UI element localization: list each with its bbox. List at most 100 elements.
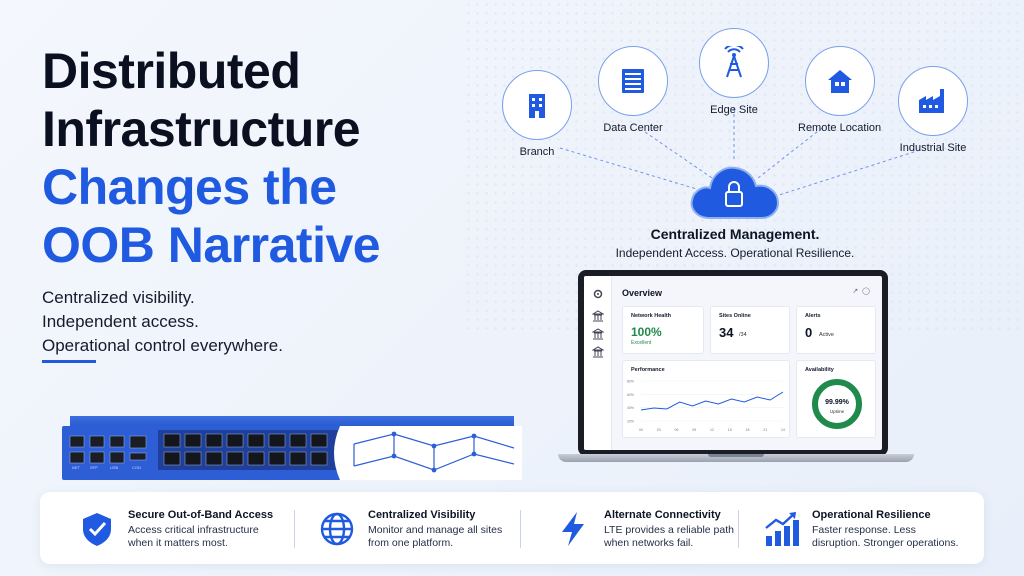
availability-caption: Uptime bbox=[829, 409, 845, 414]
house-icon bbox=[827, 70, 852, 93]
ethernet-port bbox=[268, 433, 286, 448]
headline: Distributed Infrastructure Changes the O… bbox=[42, 42, 462, 274]
management-subtitle: Independent Access. Operational Resilien… bbox=[615, 246, 855, 260]
tower-icon bbox=[724, 46, 744, 78]
card-alerts[interactable]: Alerts 0 Active bbox=[796, 306, 876, 354]
node-remote-location-label: Remote Location bbox=[798, 122, 882, 134]
svg-text:NET: NET bbox=[72, 465, 81, 470]
ethernet-port bbox=[163, 433, 181, 448]
switch-front-panel: NET SFP USB CON bbox=[62, 426, 522, 480]
performance-series-line bbox=[640, 391, 784, 411]
feature-operational-resilience-title: Operational Resilience bbox=[812, 509, 931, 521]
ethernet-port bbox=[247, 451, 265, 466]
ethernet-port bbox=[184, 451, 202, 466]
dashboard-sidebar bbox=[584, 276, 612, 450]
availability-donut bbox=[812, 379, 862, 429]
laptop-notch bbox=[708, 454, 764, 457]
network-switch: NET SFP USB CON bbox=[62, 416, 522, 480]
x-tick-label: 12 bbox=[710, 428, 714, 432]
ethernet-port bbox=[184, 433, 202, 448]
globe-icon bbox=[320, 512, 354, 546]
ethernet-port-block bbox=[158, 430, 342, 470]
feature-alternate-connectivity-title: Alternate Connectivity bbox=[604, 509, 721, 521]
ethernet-port bbox=[289, 433, 307, 448]
server-rack-icon bbox=[622, 69, 644, 93]
share-icon[interactable]: ↗ bbox=[852, 288, 859, 295]
node-data-center-circle bbox=[598, 46, 668, 116]
feature-divider bbox=[520, 510, 521, 548]
x-tick-label: 00 bbox=[639, 428, 643, 432]
ethernet-port bbox=[268, 451, 286, 466]
card-network-health[interactable]: Network Health 100% Excellent bbox=[622, 306, 704, 354]
dashboard: Overview ↗ ◯ Network Health 100% Excelle… bbox=[584, 276, 882, 450]
gear-icon[interactable] bbox=[592, 288, 604, 300]
node-industrial-site: Industrial Site bbox=[898, 66, 968, 154]
x-tick-label: 21 bbox=[763, 428, 767, 432]
laptop-screen: Overview ↗ ◯ Network Health 100% Excelle… bbox=[578, 270, 888, 456]
svg-text:SFP: SFP bbox=[90, 465, 98, 470]
svg-text:CON: CON bbox=[132, 465, 141, 470]
feature-divider bbox=[294, 510, 295, 548]
card-availability[interactable]: Availability 99.99% Uptime bbox=[796, 360, 876, 438]
dashboard-toolbar: ↗ ◯ bbox=[852, 287, 870, 295]
feature-operational-resilience: Operational Resilience Faster response. … bbox=[762, 492, 972, 564]
y-tick-label: 20% bbox=[627, 420, 634, 424]
user-icon[interactable]: ◯ bbox=[862, 288, 870, 295]
sites-online-total: /34 bbox=[739, 332, 747, 338]
bank-icon[interactable] bbox=[592, 328, 604, 340]
node-industrial-site-circle bbox=[898, 66, 968, 136]
x-tick-label: 18 bbox=[746, 428, 750, 432]
node-remote-location-circle bbox=[804, 46, 875, 116]
subcopy-line-1: Centralized visibility. bbox=[42, 288, 195, 307]
ethernet-port bbox=[289, 451, 307, 466]
subcopy-line-3: Operational control everywhere. bbox=[42, 336, 283, 355]
x-tick-label: 03 bbox=[657, 428, 661, 432]
node-remote-location: Remote Location bbox=[798, 46, 881, 134]
ethernet-port bbox=[310, 433, 328, 448]
headline-line-1: Distributed bbox=[42, 43, 301, 99]
card-performance[interactable]: Performance 80% 60% 40% 20% 00 03 06 09 12 15 18 21… bbox=[622, 360, 790, 438]
card-sites-online[interactable]: Sites Online 34 /34 bbox=[710, 306, 790, 354]
node-edge-site-circle bbox=[699, 28, 769, 98]
feature-divider bbox=[738, 510, 739, 548]
shield-icon bbox=[83, 513, 111, 546]
bank-icon[interactable] bbox=[592, 346, 604, 358]
ethernet-port bbox=[226, 451, 244, 466]
feature-centralized-visibility: Centralized Visibility Monitor and manag… bbox=[318, 492, 528, 564]
alerts-value: 0 bbox=[805, 325, 813, 340]
feature-secure-access-title: Secure Out-of-Band Access bbox=[128, 509, 274, 521]
card-network-health-label: Network Health bbox=[631, 313, 672, 319]
x-tick-label: 06 bbox=[675, 428, 679, 432]
ethernet-port bbox=[205, 451, 223, 466]
y-tick-label: 60% bbox=[627, 393, 634, 397]
subcopy: Centralized visibility. Independent acce… bbox=[42, 286, 283, 358]
headline-line-4: OOB Narrative bbox=[42, 217, 381, 273]
y-tick-label: 80% bbox=[627, 380, 634, 384]
feature-alternate-connectivity-desc: LTE provides a reliable path when networ… bbox=[604, 524, 734, 549]
cloud-lock-icon bbox=[690, 166, 780, 219]
management-title: Centralized Management. bbox=[650, 226, 820, 242]
svg-text:USB: USB bbox=[110, 465, 119, 470]
x-tick-label: 15 bbox=[728, 428, 732, 432]
headline-line-2: Infrastructure bbox=[42, 101, 361, 157]
x-tick-label: 09 bbox=[692, 428, 696, 432]
ethernet-port bbox=[226, 433, 244, 448]
accent-rule bbox=[42, 360, 96, 363]
laptop-base bbox=[558, 454, 914, 462]
node-industrial-site-label: Industrial Site bbox=[899, 142, 967, 154]
ethernet-port bbox=[205, 433, 223, 448]
node-edge-site-label: Edge Site bbox=[710, 104, 758, 116]
building-icon bbox=[529, 94, 545, 118]
feature-alternate-connectivity: Alternate Connectivity LTE provides a re… bbox=[554, 492, 764, 564]
node-branch-circle bbox=[502, 70, 572, 140]
ethernet-port bbox=[310, 451, 328, 466]
bank-icon[interactable] bbox=[592, 310, 604, 322]
console-ports: NET SFP USB CON bbox=[69, 435, 147, 470]
y-tick-label: 40% bbox=[627, 406, 634, 410]
card-performance-label: Performance bbox=[631, 367, 665, 373]
ethernet-port bbox=[163, 451, 181, 466]
feature-secure-access: Secure Out-of-Band Access Access critica… bbox=[78, 492, 288, 564]
feature-secure-access-desc: Access critical infrastructure when it m… bbox=[128, 524, 259, 549]
node-data-center: Data Center bbox=[598, 46, 668, 134]
subcopy-line-2: Independent access. bbox=[42, 312, 199, 331]
